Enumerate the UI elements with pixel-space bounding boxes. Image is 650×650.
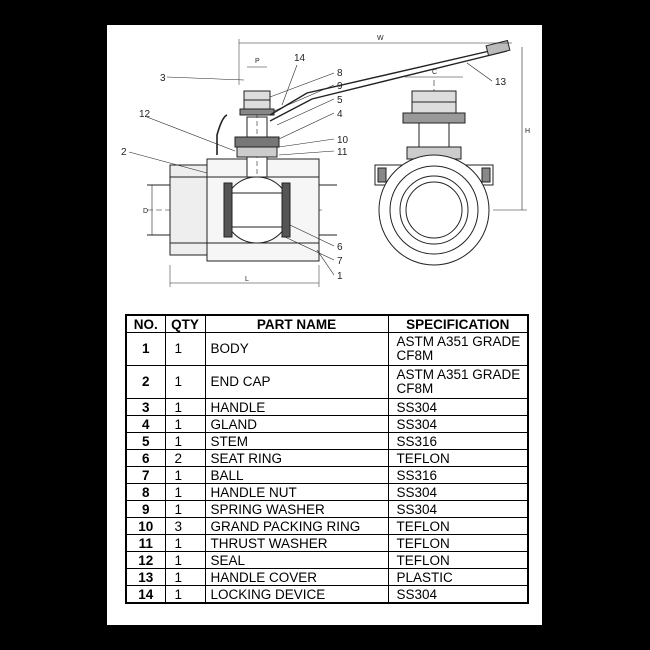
table-row: 4 1 GLAND SS304 bbox=[126, 415, 529, 433]
table-row: 3 1 HANDLE SS304 bbox=[126, 398, 529, 416]
header-specification: SPECIFICATION bbox=[388, 315, 529, 333]
row-qty: 1 bbox=[165, 415, 206, 433]
row-qty: 3 bbox=[165, 517, 206, 535]
row-no: 5 bbox=[126, 432, 166, 450]
row-part-name: END CAP bbox=[205, 365, 389, 399]
row-part-name: BALL bbox=[205, 466, 389, 484]
row-specification: ASTM A351 GRADE CF8M bbox=[388, 332, 529, 366]
header-part-name: PART NAME bbox=[205, 315, 389, 333]
row-no: 10 bbox=[126, 517, 166, 535]
row-no: 11 bbox=[126, 534, 166, 552]
row-part-name: SEAL bbox=[205, 551, 389, 569]
header-qty: QTY bbox=[165, 315, 206, 333]
callout-11: 11 bbox=[337, 147, 348, 158]
dimension-l: L bbox=[245, 276, 249, 283]
row-specification: SS304 bbox=[388, 585, 529, 604]
row-qty: 1 bbox=[165, 332, 206, 366]
row-qty: 1 bbox=[165, 534, 206, 552]
table-row: 1 1 BODY ASTM A351 GRADE CF8M bbox=[126, 332, 529, 366]
dimension-w: W bbox=[377, 35, 384, 42]
valve-end-view bbox=[374, 47, 527, 266]
callout-6: 6 bbox=[337, 242, 343, 253]
row-specification: ASTM A351 GRADE CF8M bbox=[388, 365, 529, 399]
row-no: 2 bbox=[126, 365, 166, 399]
row-specification: SS304 bbox=[388, 483, 529, 501]
row-no: 8 bbox=[126, 483, 166, 501]
row-no: 7 bbox=[126, 466, 166, 484]
table-row: 14 1 LOCKING DEVICE SS304 bbox=[126, 585, 529, 604]
callout-4: 4 bbox=[337, 109, 343, 120]
row-part-name: LOCKING DEVICE bbox=[205, 585, 389, 604]
row-qty: 1 bbox=[165, 398, 206, 416]
dimension-c: C bbox=[432, 69, 437, 76]
table-header-row: NO. QTY PART NAME SPECIFICATION bbox=[126, 315, 529, 333]
callout-9: 9 bbox=[337, 81, 343, 92]
table-row: 10 3 GRAND PACKING RING TEFLON bbox=[126, 517, 529, 535]
dimension-h: H bbox=[525, 128, 530, 135]
callout-13: 13 bbox=[495, 77, 507, 88]
table-row: 9 1 SPRING WASHER SS304 bbox=[126, 500, 529, 518]
callout-5: 5 bbox=[337, 95, 343, 106]
row-qty: 1 bbox=[165, 483, 206, 501]
table-row: 2 1 END CAP ASTM A351 GRADE CF8M bbox=[126, 365, 529, 399]
row-part-name: HANDLE COVER bbox=[205, 568, 389, 586]
row-part-name: HANDLE bbox=[205, 398, 389, 416]
row-qty: 1 bbox=[165, 365, 206, 399]
table-row: 7 1 BALL SS316 bbox=[126, 466, 529, 484]
table-row: 11 1 THRUST WASHER TEFLON bbox=[126, 534, 529, 552]
row-qty: 2 bbox=[165, 449, 206, 467]
callout-8: 8 bbox=[337, 68, 343, 79]
row-specification: SS304 bbox=[388, 500, 529, 518]
row-specification: TEFLON bbox=[388, 449, 529, 467]
row-part-name: SPRING WASHER bbox=[205, 500, 389, 518]
callout-1: 1 bbox=[337, 271, 343, 282]
row-qty: 1 bbox=[165, 432, 206, 450]
row-specification: TEFLON bbox=[388, 517, 529, 535]
row-specification: SS304 bbox=[388, 415, 529, 433]
row-no: 12 bbox=[126, 551, 166, 569]
row-qty: 1 bbox=[165, 466, 206, 484]
row-part-name: THRUST WASHER bbox=[205, 534, 389, 552]
table-row: 13 1 HANDLE COVER PLASTIC bbox=[126, 568, 529, 586]
row-part-name: SEAT RING bbox=[205, 449, 389, 467]
row-no: 6 bbox=[126, 449, 166, 467]
row-specification: SS304 bbox=[388, 398, 529, 416]
row-part-name: STEM bbox=[205, 432, 389, 450]
row-no: 1 bbox=[126, 332, 166, 366]
callout-2: 2 bbox=[121, 147, 127, 158]
table-row: 8 1 HANDLE NUT SS304 bbox=[126, 483, 529, 501]
row-specification: PLASTIC bbox=[388, 568, 529, 586]
row-qty: 1 bbox=[165, 551, 206, 569]
table-row: 12 1 SEAL TEFLON bbox=[126, 551, 529, 569]
row-no: 9 bbox=[126, 500, 166, 518]
callout-12: 12 bbox=[139, 109, 151, 120]
row-part-name: GRAND PACKING RING bbox=[205, 517, 389, 535]
row-qty: 1 bbox=[165, 568, 206, 586]
header-no: NO. bbox=[126, 315, 166, 333]
row-specification: SS316 bbox=[388, 466, 529, 484]
callout-3: 3 bbox=[160, 73, 166, 84]
row-qty: 1 bbox=[165, 500, 206, 518]
dimension-d: D bbox=[143, 208, 148, 215]
row-specification: SS316 bbox=[388, 432, 529, 450]
row-no: 13 bbox=[126, 568, 166, 586]
row-specification: TEFLON bbox=[388, 534, 529, 552]
row-specification: TEFLON bbox=[388, 551, 529, 569]
callout-14: 14 bbox=[294, 53, 306, 64]
callout-10: 10 bbox=[337, 135, 349, 146]
row-qty: 1 bbox=[165, 585, 206, 604]
table-row: 6 2 SEAT RING TEFLON bbox=[126, 449, 529, 467]
row-no: 3 bbox=[126, 398, 166, 416]
row-part-name: BODY bbox=[205, 332, 389, 366]
drawing-sheet: 3 14 8 9 5 4 10 11 12 2 6 7 1 13 W P C H… bbox=[107, 25, 542, 625]
ball-valve-drawing: 3 14 8 9 5 4 10 11 12 2 6 7 1 13 W P C H… bbox=[121, 35, 530, 287]
table-row: 5 1 STEM SS316 bbox=[126, 432, 529, 450]
row-part-name: HANDLE NUT bbox=[205, 483, 389, 501]
row-no: 14 bbox=[126, 585, 166, 604]
parts-list-table: NO. QTY PART NAME SPECIFICATION 1 1 BODY… bbox=[125, 314, 529, 604]
dimension-p: P bbox=[255, 58, 260, 65]
callout-7: 7 bbox=[337, 256, 343, 267]
row-part-name: GLAND bbox=[205, 415, 389, 433]
row-no: 4 bbox=[126, 415, 166, 433]
